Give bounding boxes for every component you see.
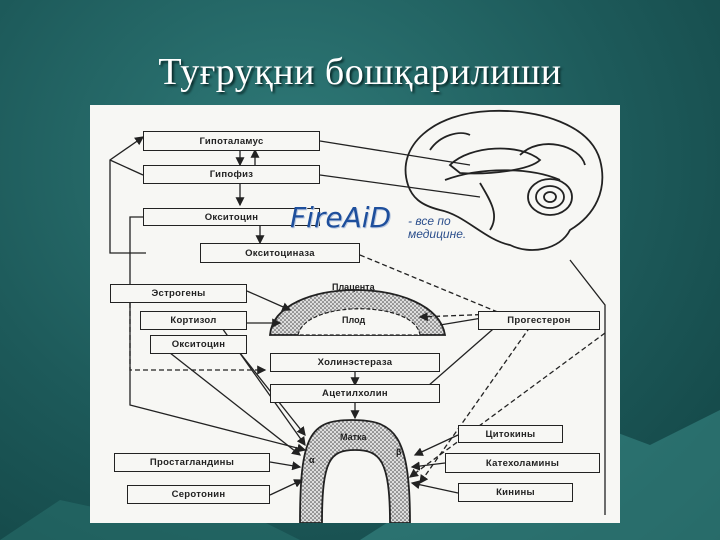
placenta-label: Плацента: [332, 282, 375, 292]
watermark-tagline: - все по медицине.: [408, 215, 518, 241]
cytokines-box: Цитокины: [458, 425, 563, 443]
catecholamines-box: Катехоламины: [445, 453, 600, 473]
oxytocin-left-box: Окситоцин: [150, 335, 247, 354]
labor-regulation-diagram: Гипоталамус Гипофиз Окситоцин Окситоцина…: [90, 105, 620, 523]
uterus-label: Матка: [340, 432, 367, 442]
fetus-label: Плод: [342, 315, 366, 325]
kinins-box: Кинины: [458, 483, 573, 502]
hypothalamus-box: Гипоталамус: [143, 131, 320, 151]
beta-label: β: [396, 447, 402, 457]
cholinesterase-box: Холинэстераза: [270, 353, 440, 372]
hypophysis-box: Гипофиз: [143, 165, 320, 184]
slide-title: Туғруқни бошқарилиши: [158, 51, 562, 93]
brain-illustration: [404, 109, 604, 251]
watermark-tagline-line1: - все по: [408, 214, 451, 228]
serotonin-box: Серотонин: [127, 485, 270, 504]
cortisol-box: Кортизол: [140, 311, 247, 330]
alpha-label: α: [309, 455, 315, 465]
acetylcholine-box: Ацетилхолин: [270, 384, 440, 403]
diagram-connectors: [109, 109, 606, 523]
oxytocinase-box: Окситоциназа: [200, 243, 360, 263]
progesterone-box: Прогестерон: [478, 311, 600, 330]
watermark-tagline-line2: медицине.: [408, 227, 467, 241]
oxytocin-top-box: Окситоцин: [143, 208, 320, 226]
watermark-brand: FireAiD: [290, 201, 392, 234]
estrogens-box: Эстрогены: [110, 284, 247, 303]
prostaglandins-box: Простагландины: [114, 453, 270, 472]
